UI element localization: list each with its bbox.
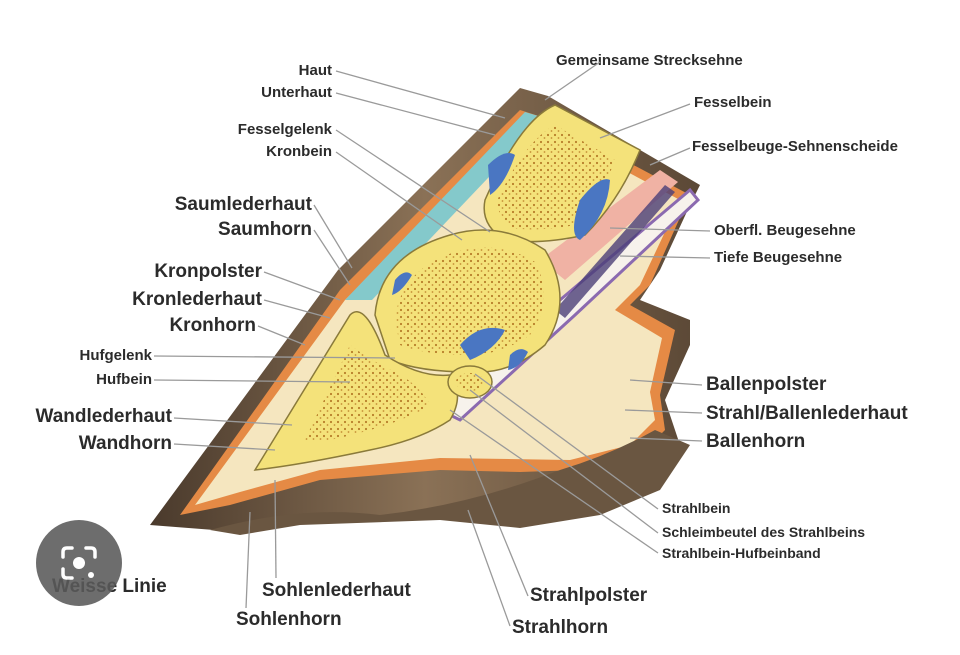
label-fesselbein: Fesselbein (694, 94, 772, 111)
label-fesselbeuge-sehnenscheide: Fesselbeuge-Sehnenscheide (692, 138, 898, 155)
label-wandhorn: Wandhorn (78, 433, 172, 454)
label-ballenhorn: Ballenhorn (706, 431, 806, 452)
joint-cartilage (574, 179, 610, 240)
label-strahlbein-hufbeinband: Strahlbein-Hufbeinband (662, 545, 821, 561)
label-strahlhorn: Strahlhorn (512, 617, 609, 638)
label-sohlenhorn: Sohlenhorn (236, 609, 342, 630)
label-fesselgelenk: Fesselgelenk (237, 121, 332, 138)
label-kronlederhaut: Kronlederhaut (132, 289, 262, 310)
label-strahl-ballenlederhaut: Strahl/Ballenlederhaut (706, 403, 908, 424)
label-schleimbeutel: Schleimbeutel des Strahlbeins (662, 524, 866, 540)
label-hufbein: Hufbein (96, 371, 152, 388)
label-hufgelenk: Hufgelenk (79, 347, 152, 364)
label-kronpolster: Kronpolster (154, 261, 262, 282)
label-wandlederhaut: Wandlederhaut (35, 406, 172, 427)
label-saumlederhaut: Saumlederhaut (174, 194, 312, 215)
label-kronhorn: Kronhorn (169, 315, 256, 336)
label-ballenpolster: Ballenpolster (706, 374, 827, 395)
label-kronbein: Kronbein (266, 143, 332, 160)
label-haut: Haut (298, 62, 332, 79)
label-strahlbein: Strahlbein (662, 500, 731, 516)
label-strahlpolster: Strahlpolster (530, 585, 648, 606)
tendon-sheath (540, 170, 678, 280)
label-gemeinsame-strecksehne: Gemeinsame Strecksehne (556, 52, 743, 69)
label-sohlenlederhaut: Sohlenlederhaut (262, 580, 411, 601)
deep-flexor-line (555, 185, 675, 318)
camera-lens-icon (61, 546, 97, 580)
label-saumhorn: Saumhorn (218, 219, 312, 240)
lens-search-button[interactable] (36, 520, 122, 606)
label-unterhaut: Unterhaut (261, 84, 332, 101)
label-tiefe-beugesehne: Tiefe Beugesehne (714, 249, 843, 266)
label-oberfl-beugesehne: Oberfl. Beugesehne (714, 222, 856, 239)
